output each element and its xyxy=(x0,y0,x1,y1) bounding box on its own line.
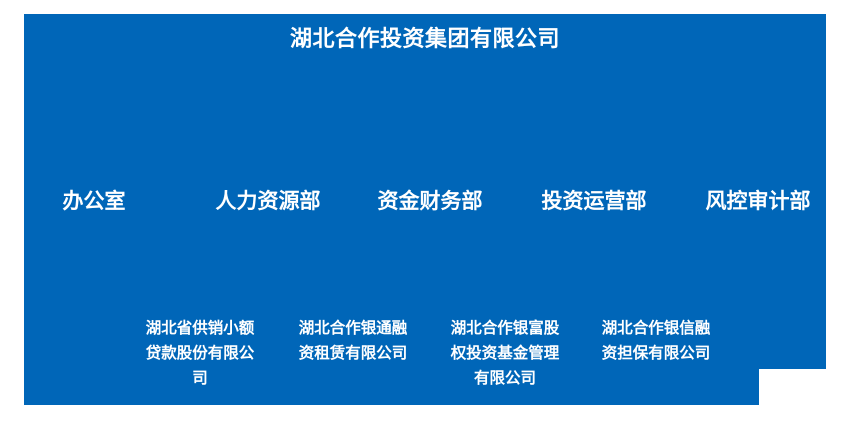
org-chart-canvas: 湖北合作投资集团有限公司 办公室 人力资源部 资金财务部 投资运营部 风控审计部… xyxy=(24,14,850,434)
org-chart-panel xyxy=(24,14,850,434)
department-node-human-resources[interactable]: 人力资源部 xyxy=(215,189,321,213)
department-node-office[interactable]: 办公室 xyxy=(62,189,126,213)
department-node-finance[interactable]: 资金财务部 xyxy=(377,189,483,213)
subsidiary-node-microcredit[interactable]: 湖北省供销小额贷款股份有限公司 xyxy=(145,319,255,387)
subsidiary-node-yinfu-equity-fund[interactable]: 湖北合作银富股权投资基金管理有限公司 xyxy=(450,319,560,387)
root-node-company-title: 湖北合作投资集团有限公司 xyxy=(289,27,560,52)
department-row: 办公室 人力资源部 资金财务部 投资运营部 风控审计部 xyxy=(24,188,826,214)
subsidiary-node-yinxin-guarantee[interactable]: 湖北合作银信融资担保有限公司 xyxy=(601,319,711,362)
subsidiary-node-yintong-leasing[interactable]: 湖北合作银通融资租赁有限公司 xyxy=(298,319,408,362)
subsidiary-row: 湖北省供销小额贷款股份有限公司 湖北合作银通融资租赁有限公司 湖北合作银富股权投… xyxy=(24,316,826,396)
department-node-risk-control-audit[interactable]: 风控审计部 xyxy=(705,189,811,213)
department-node-investment-operations[interactable]: 投资运营部 xyxy=(541,189,647,213)
